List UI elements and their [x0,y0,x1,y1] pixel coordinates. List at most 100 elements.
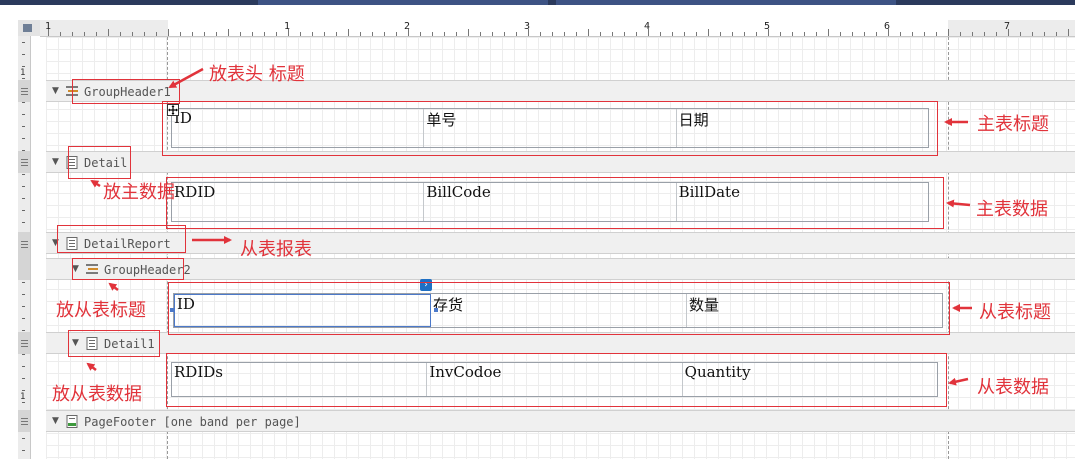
ruler-number: 3 [524,21,531,32]
ruler-tick [960,32,961,36]
ruler-tick [144,32,145,36]
grip-line [21,418,28,419]
ruler-tick [552,32,553,36]
move-handle-icon[interactable] [167,104,179,116]
ruler-tick [1056,32,1057,36]
ruler-tick [108,29,109,36]
annotation-box-detail1 [68,330,160,357]
ruler-tick [22,150,25,151]
collapse-triangle-icon[interactable]: ▼ [52,157,59,167]
ruler-tick [348,29,349,36]
ruler-tick [1020,32,1021,36]
band-header-groupheader2[interactable]: ▼ GroupHeader2 [46,258,1075,280]
titlebar-highlight [258,0,548,5]
ruler-tick [480,32,481,36]
master-header-table[interactable]: ID 单号 日期 [171,108,929,148]
ruler-corner[interactable] [18,20,40,36]
annotation-box-groupheader1 [72,79,180,104]
ruler-tick [396,32,397,36]
ruler-tick [22,102,25,103]
resize-grip[interactable] [434,308,438,312]
ruler-tick [768,29,769,36]
table-cell[interactable]: RDID [172,183,425,221]
ruler-tick [948,29,949,36]
ruler-tick [204,32,205,36]
ruler-tick [432,32,433,36]
collapse-triangle-icon[interactable]: ▼ [52,416,59,426]
ruler-tick [528,29,529,36]
annotation-box-detail-header [168,282,950,335]
ruler-tick [22,390,25,391]
ruler-tick [1068,29,1069,36]
resize-grip[interactable] [170,308,174,312]
table-cell[interactable]: InvCodoe [427,363,683,396]
collapse-triangle-icon[interactable]: ▼ [52,86,59,96]
ruler-tick [22,78,25,79]
ruler-tick [972,32,973,36]
table-cell-selected[interactable]: ID [174,294,431,327]
band-handle-groupheader1[interactable] [18,80,30,102]
ruler-tick [564,32,565,36]
band-handle-detailreport[interactable] [18,232,30,280]
table-cell[interactable]: 存货 [431,294,687,327]
ruler-tick [22,450,25,451]
ruler-tick [1032,32,1033,36]
ruler-tick [22,174,25,175]
ruler-tick [492,32,493,36]
ruler-tick [1044,32,1045,36]
ruler-tick [96,32,97,36]
ruler-tick [408,29,409,36]
band-handle-pagefooter[interactable] [18,410,30,432]
table-cell[interactable]: BillDate [678,183,740,201]
ruler-tick [804,32,805,36]
ruler-tick [180,32,181,36]
ruler-tick [888,29,889,36]
page-footer-icon [66,415,78,428]
note-put-detail-title: 放从表标题 [56,300,146,321]
ruler-tick [324,32,325,36]
arrow-to-detail [90,179,101,188]
table-cell[interactable]: Quantity [684,363,751,381]
band-header-detailreport[interactable]: ▼ DetailReport [46,232,1075,254]
grip-line [21,159,28,160]
ruler-tick [22,138,25,139]
ruler-tick [636,32,637,36]
table-cell[interactable]: 单号 [424,109,677,147]
collapse-triangle-icon[interactable]: ▼ [52,238,59,248]
ruler-tick [22,66,25,67]
table-cell[interactable]: RDIDs [172,363,428,396]
ruler-tick [588,29,589,36]
band-handle-detail[interactable] [18,151,30,173]
ruler-tick [660,32,661,36]
band-header-detail[interactable]: ▼ Detail [46,151,1075,173]
detail-data-table[interactable]: RDIDs InvCodoe Quantity [171,362,938,397]
note-detail-report: 从表报表 [240,239,312,260]
annotation-box-master-header [162,101,938,156]
ruler-tick [22,114,25,115]
horizontal-ruler[interactable]: 1 1 2 3 4 5 6 7 [40,20,1075,37]
collapse-triangle-icon[interactable]: ▼ [72,338,79,348]
ruler-active-area [168,20,948,36]
table-cell[interactable]: 日期 [678,111,709,129]
ruler-tick [216,32,217,36]
band-handle-detail1[interactable] [18,332,30,354]
note-master-data: 主表数据 [976,199,1048,220]
master-data-table[interactable]: RDID BillCode BillDate [171,182,929,222]
ruler-tick [936,32,937,36]
ruler-tick [22,54,25,55]
grip-line [21,88,28,89]
table-cell[interactable]: BillCode [424,183,677,221]
ruler-tick [22,354,25,355]
grip-line [21,91,28,92]
collapse-triangle-icon[interactable]: ▼ [72,264,79,274]
ruler-tick [22,198,25,199]
ruler-tick [372,32,373,36]
detail-header-table[interactable]: ID 存货 数量 [173,293,943,328]
band-header-pagefooter[interactable]: ▼ PageFooter [one band per page] [46,410,1075,432]
table-cell[interactable]: 数量 [689,296,720,314]
grip-line [21,165,28,166]
note-put-detail-data: 放从表数据 [52,384,142,405]
ruler-tick [336,32,337,36]
ruler-tick [360,32,361,36]
ruler-tick [22,306,25,307]
